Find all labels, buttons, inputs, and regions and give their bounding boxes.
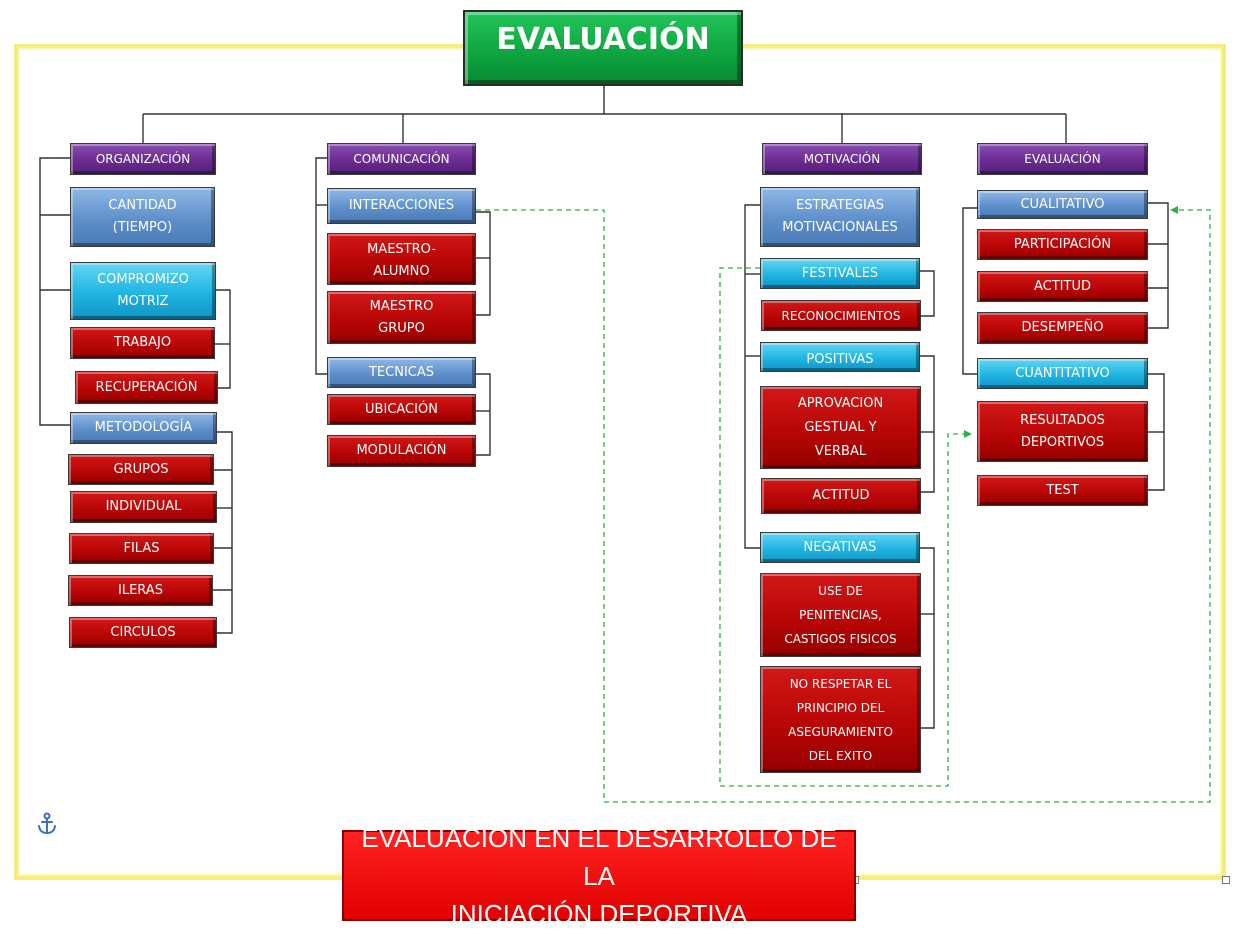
test-box: TEST bbox=[977, 475, 1148, 506]
modulacion-box: MODULACIÓN bbox=[327, 435, 476, 467]
ileras-box: ILERAS bbox=[68, 575, 213, 606]
compromizo-motriz-box: COMPROMIZO MOTRIZ bbox=[70, 262, 216, 320]
comunicacion-header: COMUNICACIÓN bbox=[327, 143, 476, 175]
footer-title: EVALUACIÓN EN EL DESARROLLO DE LA INICIA… bbox=[342, 823, 856, 929]
maestro-grupo-box: MAESTRO GRUPO bbox=[327, 291, 476, 344]
negativas-box: NEGATIVAS bbox=[760, 532, 920, 563]
trabajo-box: TRABAJO bbox=[70, 327, 215, 359]
ubicacion-box: UBICACIÓN bbox=[327, 394, 476, 425]
no-respetar-principio-box: NO RESPETAR EL PRINCIPIO DEL ASEGURAMIEN… bbox=[760, 666, 921, 773]
resultados-deportivos-box: RESULTADOS DEPORTIVOS bbox=[977, 401, 1148, 462]
positivas-box: POSITIVAS bbox=[760, 342, 920, 372]
desempeno-box: DESEMPEÑO bbox=[977, 312, 1148, 344]
estrategias-motivacionales-box: ESTRATEGIAS MOTIVACIONALES bbox=[760, 187, 920, 247]
anchor-icon[interactable] bbox=[36, 812, 58, 836]
penitencias-castigos-box: USE DE PENITENCIAS, CASTIGOS FISICOS bbox=[760, 573, 921, 657]
motivacion-header: MOTIVACIÓN bbox=[762, 143, 922, 175]
metodologia-box: METODOLOGÍA bbox=[70, 412, 217, 444]
circulos-box: CIRCULOS bbox=[69, 617, 217, 648]
interacciones-box: INTERACCIONES bbox=[327, 188, 476, 224]
individual-box: INDIVIDUAL bbox=[70, 491, 217, 523]
cualitativo-box: CUALITATIVO bbox=[977, 190, 1148, 219]
cuantitativo-box: CUANTITATIVO bbox=[977, 358, 1148, 389]
recuperacion-box: RECUPERACIÓN bbox=[75, 371, 218, 404]
evaluacion-header: EVALUACIÓN bbox=[977, 143, 1148, 175]
actitud-evaluacion-box: ACTITUD bbox=[977, 271, 1148, 302]
cantidad-tiempo-box: CANTIDAD (TIEMPO) bbox=[70, 187, 215, 247]
festivales-box: FESTIVALES bbox=[760, 258, 920, 289]
main-title: EVALUACIÓN bbox=[463, 10, 743, 86]
resize-handle[interactable] bbox=[1222, 876, 1230, 884]
participacion-box: PARTICIPACIÓN bbox=[977, 229, 1148, 260]
maestro-alumno-box: MAESTRO- ALUMNO bbox=[327, 233, 476, 285]
organizacion-header: ORGANIZACIÓN bbox=[70, 143, 216, 175]
filas-box: FILAS bbox=[69, 533, 214, 564]
aprovacion-gestual-verbal-box: APROVACION GESTUAL Y VERBAL bbox=[760, 386, 921, 469]
tecnicas-box: TECNICAS bbox=[327, 357, 476, 388]
actitud-motivacion-box: ACTITUD bbox=[761, 478, 921, 514]
grupos-box: GRUPOS bbox=[68, 454, 214, 485]
reconocimientos-box: RECONOCIMIENTOS bbox=[761, 300, 921, 331]
